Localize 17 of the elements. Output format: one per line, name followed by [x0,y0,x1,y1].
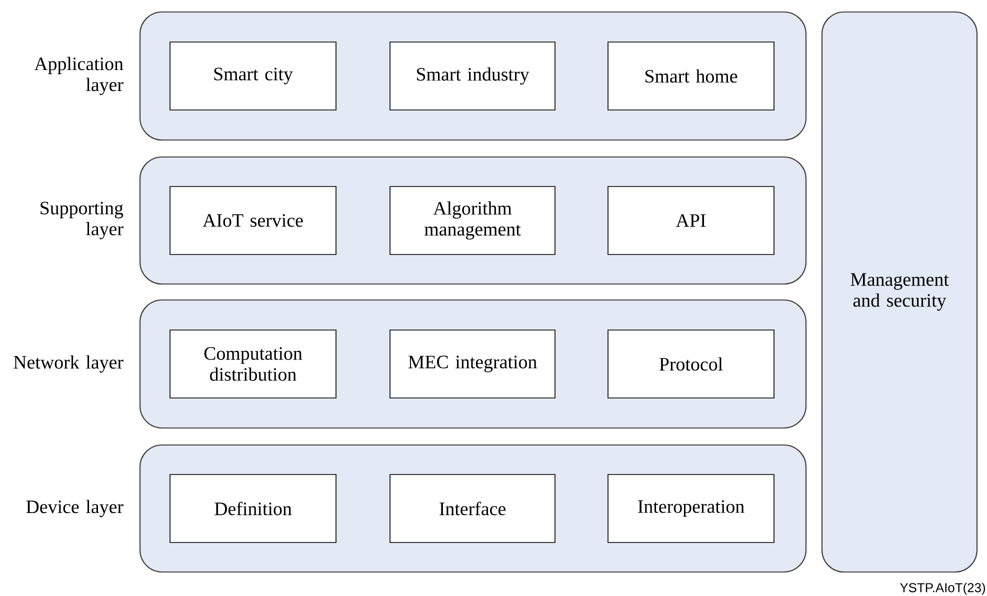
component-box: Smart home [607,41,775,111]
component-box: Interface [389,474,556,544]
component-box: Protocol [607,329,775,399]
component-box: Algorithm management [389,186,556,256]
component-box: Computation distribution [169,329,337,399]
component-box: Interoperation [607,474,775,544]
component-box: Definition [169,474,337,544]
component-box: Smart industry [389,41,556,111]
component-box: MEC integration [389,329,556,399]
layer-label: Network layer [14,355,124,373]
layer-label: Supporting layer [40,202,124,240]
component-box: Smart city [169,41,337,111]
layer-label: Device layer [26,500,124,518]
component-box: AIoT service [169,186,337,256]
layer-label: Application layer [34,56,124,96]
side-panel: Management and security [821,11,978,573]
component-box: API [607,186,775,256]
